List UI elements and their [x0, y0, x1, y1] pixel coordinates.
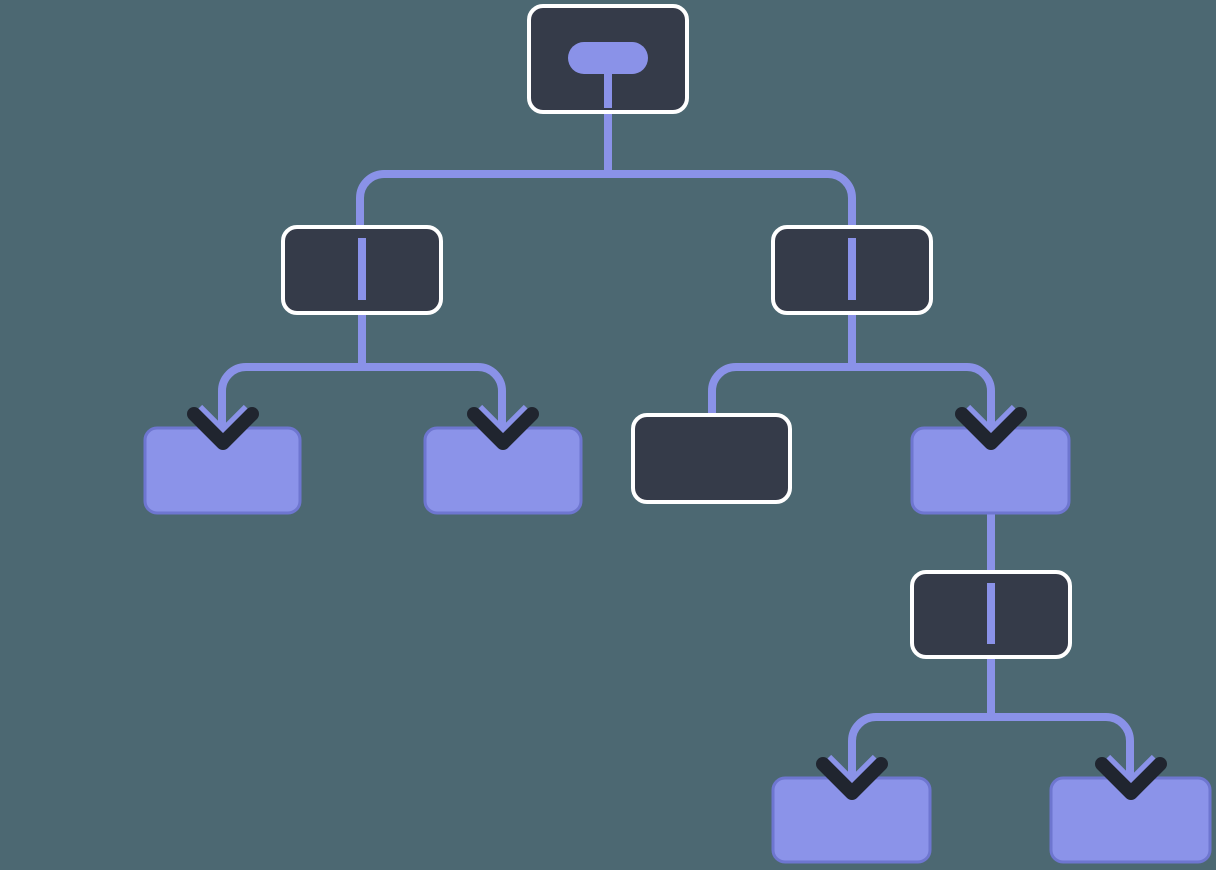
connector-edge-split-4 [848, 713, 1134, 786]
chevron-down-icon [816, 757, 888, 800]
chevron-down-icon [955, 407, 1027, 450]
chevron-down-icon-purple [195, 404, 251, 437]
chevron-down-icon [1095, 757, 1167, 800]
node-mid-dark [631, 413, 792, 504]
chevron-down-icon [467, 407, 539, 450]
connector-edge-split-2 [218, 363, 506, 436]
connector-edge-split-3 [708, 363, 995, 436]
chevron-down-icon-purple [475, 404, 531, 437]
root-pill-icon [568, 42, 648, 74]
chevron-down-icon-purple [824, 754, 880, 787]
chevron-down-icon-purple [963, 404, 1019, 437]
connector-edge-split-1 [356, 170, 856, 227]
chevron-down-icon-purple [1103, 754, 1159, 787]
chevron-down-icon [187, 407, 259, 450]
